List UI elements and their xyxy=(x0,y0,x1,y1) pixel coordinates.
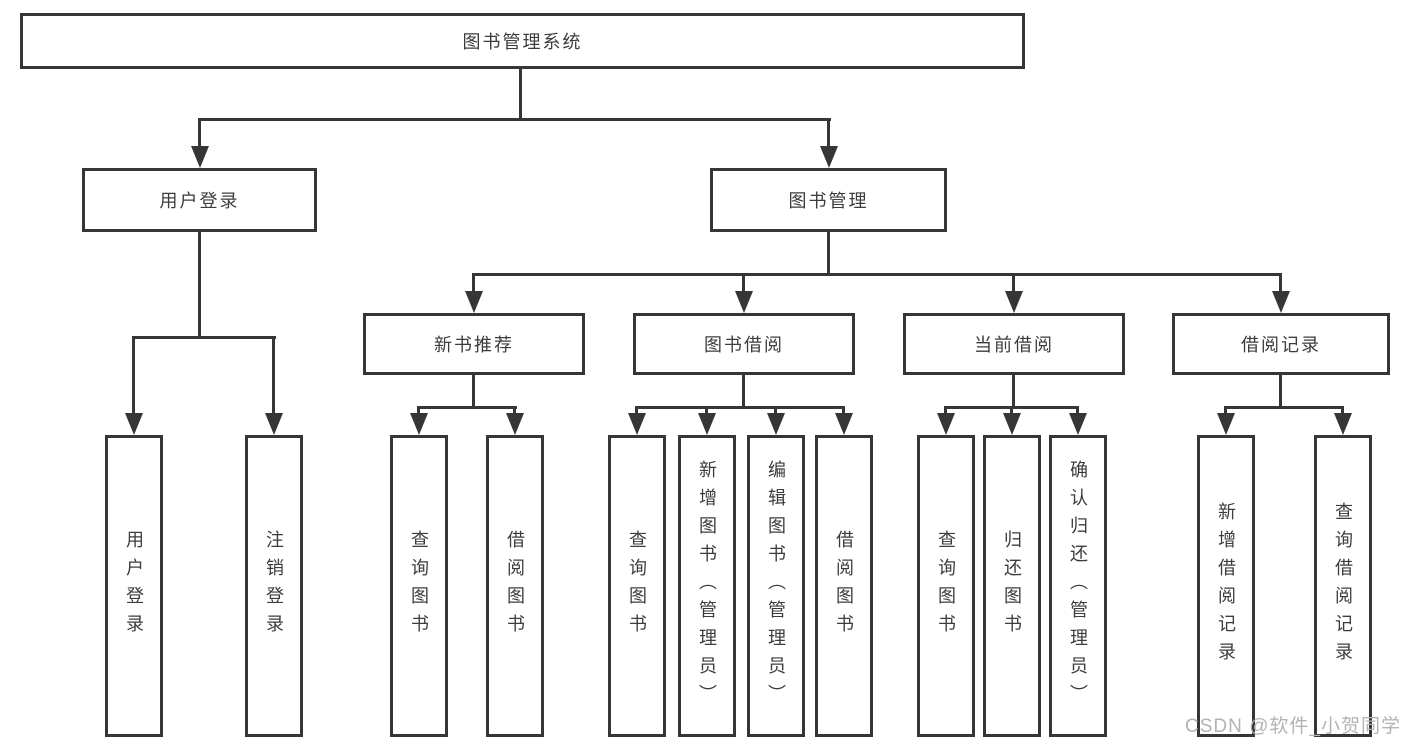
arrow-down-borrowing-leaf1 xyxy=(628,413,646,435)
connector-stem-user-login xyxy=(132,336,135,416)
connector-stem-borrowing-leaf4 xyxy=(842,406,845,416)
connector-level3-rail xyxy=(472,273,1282,276)
node-root-label: 图书管理系统 xyxy=(462,32,583,52)
connector-stem-borrowing-leaf2 xyxy=(705,406,708,416)
node-user-login: 用户登录 xyxy=(82,168,317,232)
connector-stem-newbook-leaf2 xyxy=(513,406,516,416)
csdn-watermark: CSDN @软件_小贺同学 xyxy=(1185,716,1401,737)
arrow-down-newbook-leaf2 xyxy=(506,413,524,435)
arrow-down-borrowing-leaf3 xyxy=(767,413,785,435)
leaf-query-books-current-label: 查询图书 xyxy=(936,530,956,642)
connector-stem-records-leaf1 xyxy=(1224,406,1227,416)
leaf-borrow-books-newbook-label: 借阅图书 xyxy=(505,530,525,642)
node-book-borrowing-label: 图书借阅 xyxy=(704,335,784,355)
arrow-down-current xyxy=(1005,291,1023,313)
node-current-borrowing-label: 当前借阅 xyxy=(974,335,1054,355)
connector-stem-login xyxy=(198,118,201,148)
connector-stem-current-leaf3 xyxy=(1076,406,1079,416)
connector-stem-borrowing-leaf1 xyxy=(635,406,638,416)
leaf-edit-books-admin: 编辑图书（管理员） xyxy=(747,435,805,737)
leaf-query-books-borrow-label: 查询图书 xyxy=(627,530,647,642)
arrow-down-newbook-leaf1 xyxy=(410,413,428,435)
connector-newbook-feed xyxy=(472,375,475,409)
arrow-down-user-login xyxy=(125,413,143,435)
connector-stem-current xyxy=(1012,273,1015,295)
arrow-down-borrowing-leaf4 xyxy=(835,413,853,435)
leaf-logout: 注销登录 xyxy=(245,435,303,737)
node-user-login-label: 用户登录 xyxy=(159,191,240,211)
arrow-down-records-leaf1 xyxy=(1217,413,1235,435)
connector-records-feed xyxy=(1279,375,1282,409)
leaf-add-borrow-record: 新增借阅记录 xyxy=(1197,435,1255,737)
leaf-user-login-label: 用户登录 xyxy=(124,530,144,642)
arrow-down-records-leaf2 xyxy=(1334,413,1352,435)
connector-bookmgmt-feed xyxy=(827,232,830,276)
connector-stem-records xyxy=(1279,273,1282,295)
leaf-query-books-newbook-label: 查询图书 xyxy=(409,530,429,642)
node-borrow-records-label: 借阅记录 xyxy=(1241,335,1321,355)
node-book-management-label: 图书管理 xyxy=(788,191,869,211)
leaf-edit-books-admin-label: 编辑图书（管理员） xyxy=(766,460,786,712)
connector-stem-current-leaf1 xyxy=(944,406,947,416)
connector-login-feed xyxy=(198,232,201,339)
leaf-query-borrow-record-label: 查询借阅记录 xyxy=(1333,502,1353,670)
arrow-down-newbook xyxy=(465,291,483,313)
leaf-return-books: 归还图书 xyxy=(983,435,1041,737)
leaf-user-login: 用户登录 xyxy=(105,435,163,737)
connector-borrowing-rail xyxy=(635,406,845,409)
connector-stem-logout xyxy=(272,336,275,416)
connector-current-feed xyxy=(1012,375,1015,409)
arrow-down-current-leaf2 xyxy=(1003,413,1021,435)
node-book-management: 图书管理 xyxy=(710,168,947,232)
leaf-borrow-books-borrow-label: 借阅图书 xyxy=(834,530,854,642)
connector-stem-current-leaf2 xyxy=(1010,406,1013,416)
node-borrow-records: 借阅记录 xyxy=(1172,313,1390,375)
leaf-add-books-admin-label: 新增图书（管理员） xyxy=(697,460,717,712)
arrow-down-bookmgmt xyxy=(820,146,838,168)
arrow-down-borrowing xyxy=(735,291,753,313)
connector-stem-borrowing-leaf3 xyxy=(774,406,777,416)
leaf-return-books-label: 归还图书 xyxy=(1002,530,1022,642)
node-current-borrowing: 当前借阅 xyxy=(903,313,1125,375)
leaf-query-books-newbook: 查询图书 xyxy=(390,435,448,737)
connector-newbook-rail xyxy=(417,406,517,409)
arrow-down-records xyxy=(1272,291,1290,313)
connector-stem-newbook xyxy=(472,273,475,295)
leaf-confirm-return-admin: 确认归还（管理员） xyxy=(1049,435,1107,737)
connector-stem-borrowing xyxy=(742,273,745,295)
arrow-down-logout xyxy=(265,413,283,435)
arrow-down-login xyxy=(191,146,209,168)
node-new-book-recommend-label: 新书推荐 xyxy=(434,335,514,355)
connector-root-rail xyxy=(198,118,831,121)
leaf-borrow-books-newbook: 借阅图书 xyxy=(486,435,544,737)
leaf-query-borrow-record: 查询借阅记录 xyxy=(1314,435,1372,737)
connector-records-rail xyxy=(1224,406,1344,409)
connector-stem-bookmgmt xyxy=(827,118,830,148)
leaf-add-borrow-record-label: 新增借阅记录 xyxy=(1216,502,1236,670)
leaf-query-books-borrow: 查询图书 xyxy=(608,435,666,737)
leaf-add-books-admin: 新增图书（管理员） xyxy=(678,435,736,737)
leaf-borrow-books-borrow: 借阅图书 xyxy=(815,435,873,737)
arrow-down-current-leaf3 xyxy=(1069,413,1087,435)
leaf-logout-label: 注销登录 xyxy=(264,530,284,642)
connector-root-feed xyxy=(519,69,522,121)
node-book-borrowing: 图书借阅 xyxy=(633,313,855,375)
node-new-book-recommend: 新书推荐 xyxy=(363,313,585,375)
connector-login-rail xyxy=(132,336,276,339)
arrow-down-current-leaf1 xyxy=(937,413,955,435)
leaf-confirm-return-admin-label: 确认归还（管理员） xyxy=(1068,460,1088,712)
leaf-query-books-current: 查询图书 xyxy=(917,435,975,737)
connector-stem-newbook-leaf1 xyxy=(417,406,420,416)
arrow-down-borrowing-leaf2 xyxy=(698,413,716,435)
node-root: 图书管理系统 xyxy=(20,13,1025,69)
connector-stem-records-leaf2 xyxy=(1341,406,1344,416)
connector-borrowing-feed xyxy=(742,375,745,409)
